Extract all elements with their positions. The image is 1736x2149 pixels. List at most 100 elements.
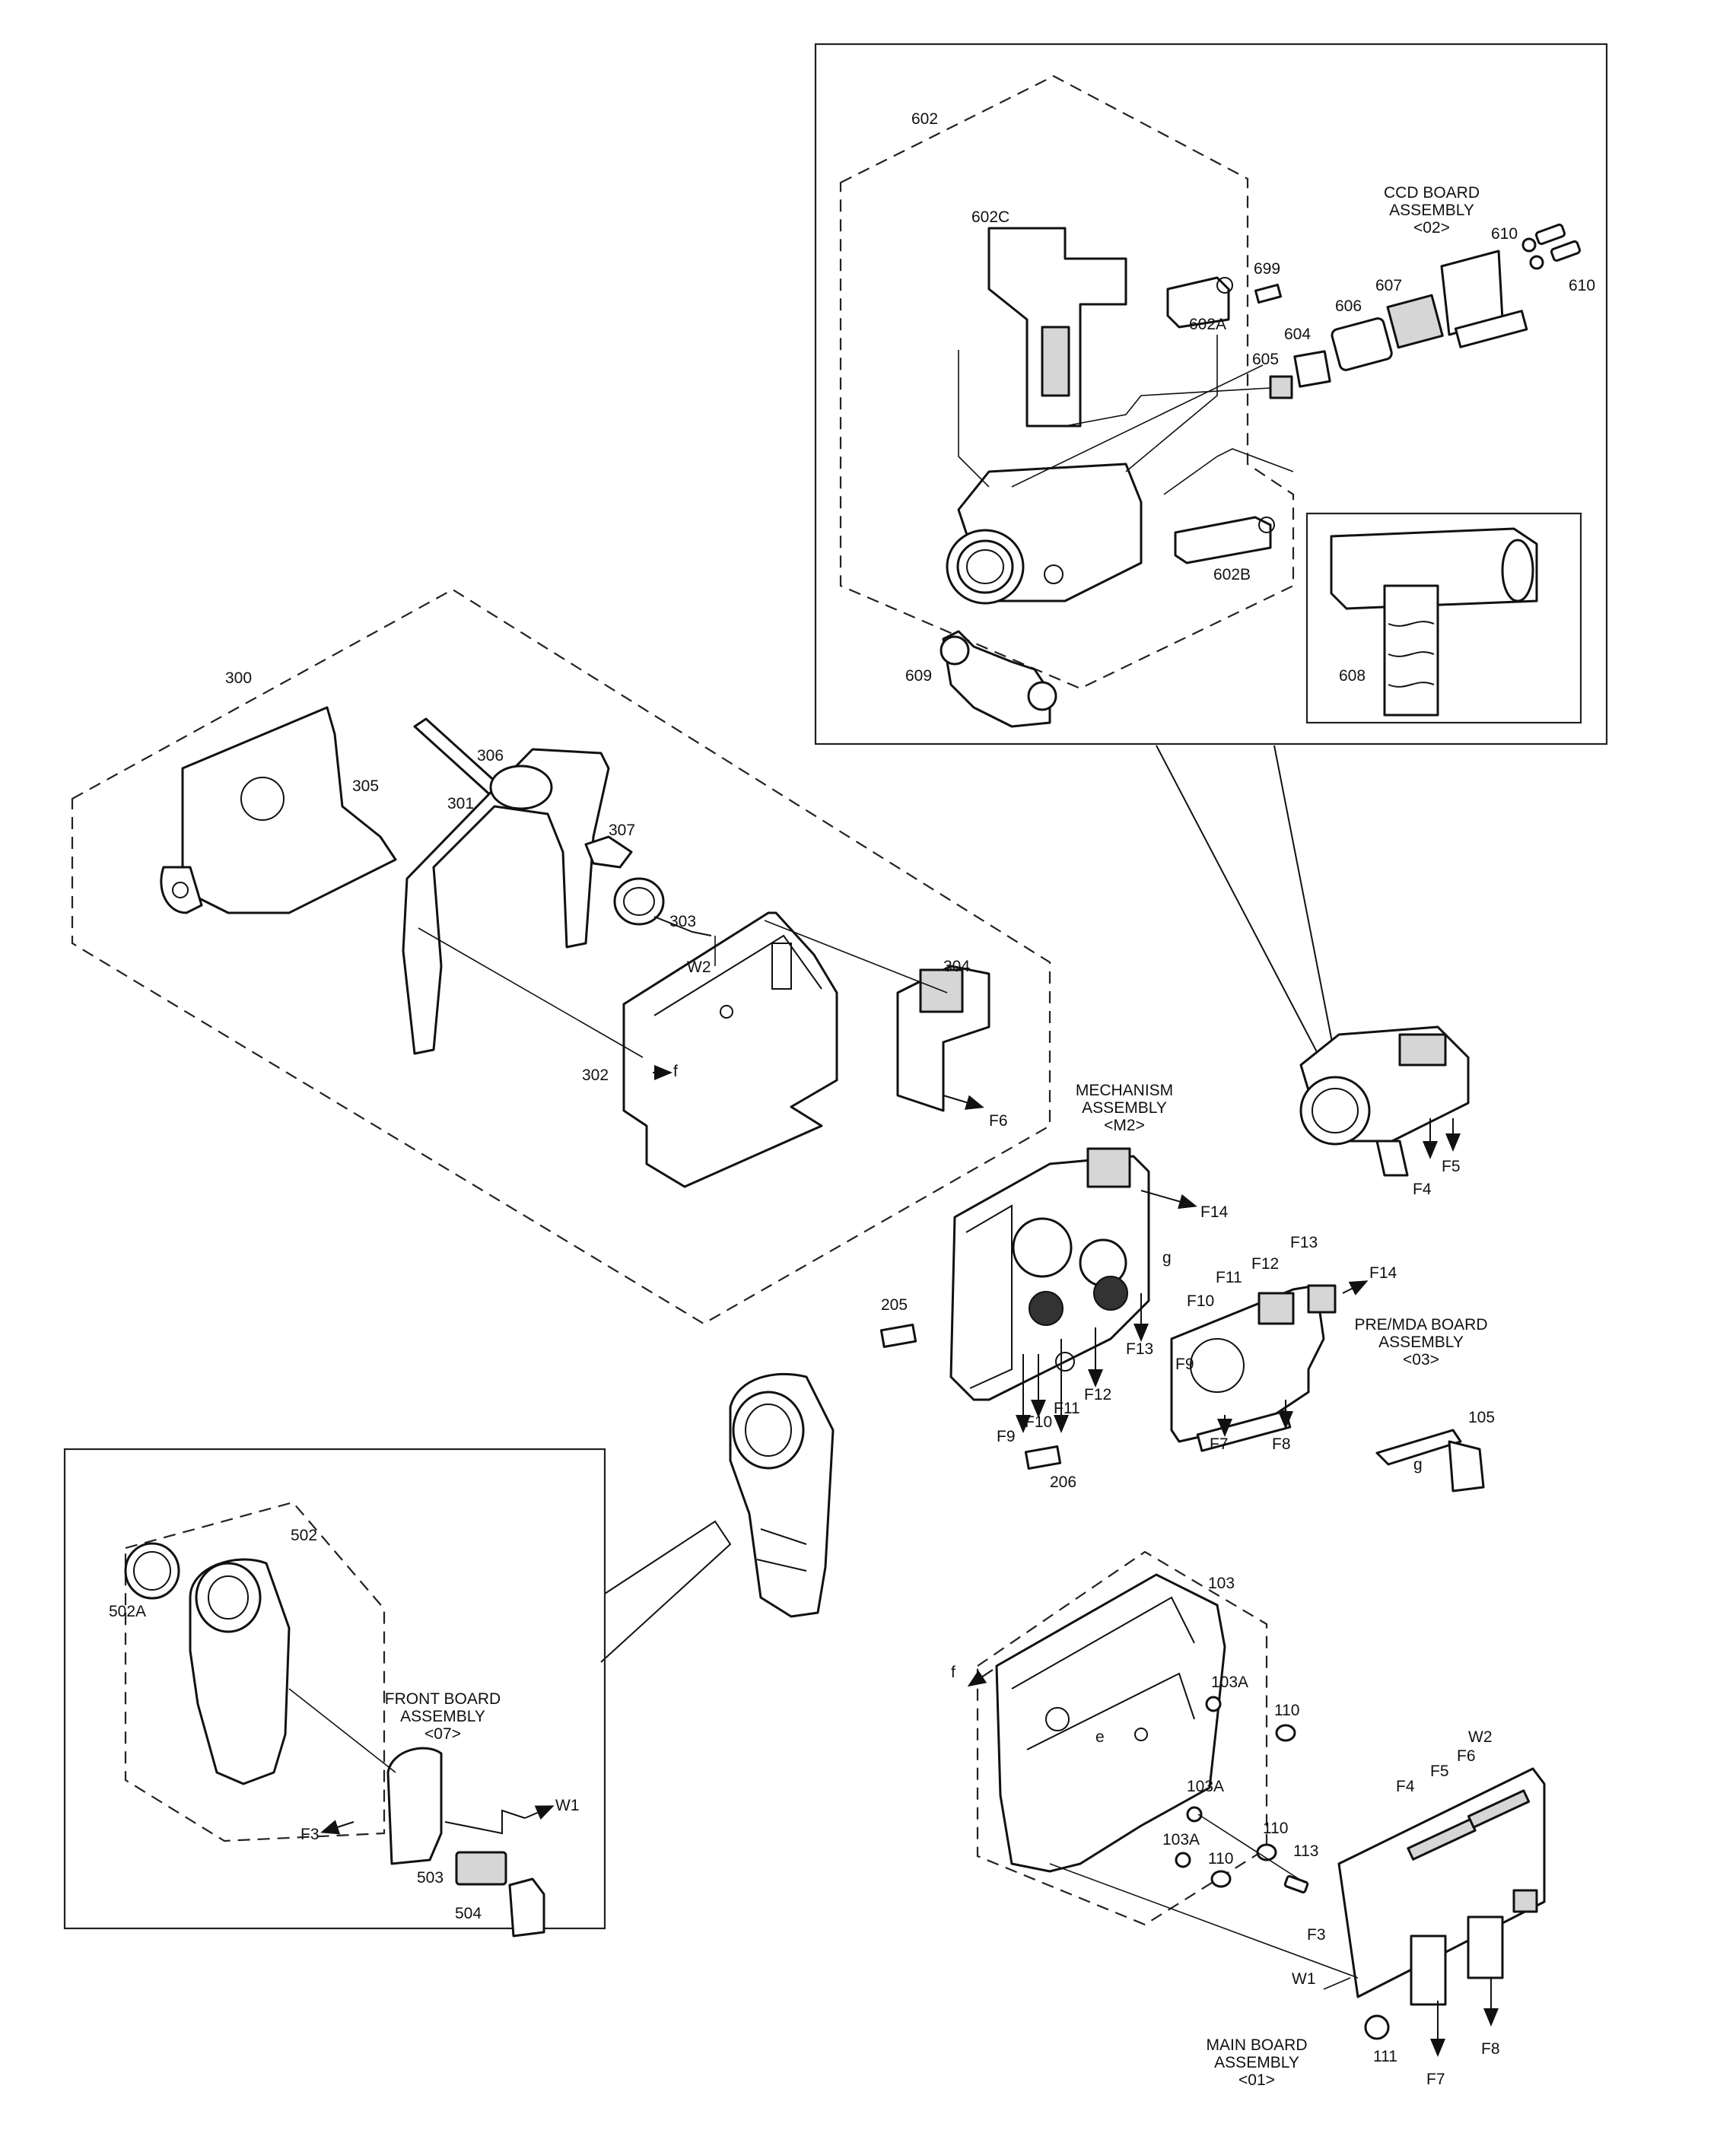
label-f14b: F14 [1369,1264,1397,1282]
mechanism-assembly [879,1147,1197,1470]
label-f4a: F4 [1413,1181,1432,1198]
motor-602a [1166,276,1230,329]
label-f11b: F11 [1216,1269,1242,1286]
part-699 [1254,283,1283,304]
label-w1a: W1 [555,1797,580,1814]
label-f10a: F10 [1025,1413,1052,1431]
label-105: 105 [1468,1409,1495,1426]
cabinet-group-300 [71,588,1051,1325]
chassis-103 [967,1550,1309,1926]
label-610a: 610 [1491,225,1518,243]
front-board-assembly-title: FRONT BOARD ASSEMBLY <07> [385,1690,501,1743]
label-602b: 602B [1213,566,1251,583]
svg-text:<07>: <07> [424,1725,461,1743]
mechanism-assembly-title: MECHANISM ASSEMBLY <M2> [1076,1082,1173,1134]
label-504: 504 [455,1905,482,1922]
part-labels: 602 602C 602A 699 604 605 606 607 610 61… [109,110,1595,2088]
label-f6b: F6 [1457,1747,1476,1765]
side-case-305 [181,706,397,914]
label-f7a: F7 [1210,1435,1229,1453]
assembly-titles: CCD BOARD ASSEMBLY <02> MECHANISM ASSEMB… [385,184,1488,2089]
label-f13b: F13 [1290,1234,1318,1251]
svg-text:<02>: <02> [1413,219,1450,237]
label-f3a: F3 [300,1826,320,1843]
label-e: e [1095,1728,1105,1746]
washer-103a-1 [1205,1696,1222,1712]
label-103a-3: 103A [1162,1831,1200,1849]
label-607: 607 [1375,277,1402,294]
label-300: 300 [225,669,252,687]
label-305: 305 [352,777,379,795]
svg-text:<03>: <03> [1403,1351,1439,1369]
label-103a-1: 103A [1211,1674,1248,1691]
screw-110-3 [1210,1870,1232,1888]
label-110a: 110 [1274,1702,1299,1719]
label-ga: g [1162,1249,1172,1267]
label-f4b: F4 [1396,1778,1415,1795]
label-w1b: W1 [1292,1970,1316,1988]
label-206 [1024,1445,1062,1470]
label-f7b: F7 [1426,2071,1445,2088]
ccd-board-assembly-title: CCD BOARD ASSEMBLY <02> [1384,184,1480,237]
label-f9b: F9 [1175,1356,1194,1373]
label-f6a: F6 [989,1112,1008,1130]
label-608: 608 [1339,667,1366,685]
front-callout [600,1520,732,1663]
part-105 [1375,1429,1485,1493]
label-fa: f [673,1063,678,1080]
svg-text:ASSEMBLY: ASSEMBLY [1082,1099,1167,1117]
label-303: 303 [669,913,696,930]
label-w2a: W2 [687,958,711,976]
label-306: 306 [477,747,504,765]
chassis-frame [995,1573,1226,1873]
svg-text:ASSEMBLY: ASSEMBLY [1389,202,1474,219]
motor-602b [1174,516,1272,564]
upper-case-301 [402,748,610,1055]
label-609: 609 [905,667,932,685]
label-307: 307 [609,822,635,839]
label-301: 301 [447,795,474,812]
label-605: 605 [1252,351,1279,368]
speaker-303 [613,877,712,936]
svg-text:<01>: <01> [1238,2071,1275,2089]
svg-text:FRONT BOARD: FRONT BOARD [385,1690,501,1708]
fpc-608-inset [1305,512,1582,724]
front-board [386,1747,443,1865]
front-board-inset [63,1448,606,1938]
screws-610 [1521,223,1582,270]
part-607 [1386,294,1444,349]
label-w2b: W2 [1468,1728,1493,1746]
label-f12b: F12 [1251,1255,1279,1273]
label-602a: 602A [1189,316,1226,333]
label-502: 502 [291,1527,317,1544]
label-205 [879,1324,917,1348]
label-302: 302 [582,1067,609,1084]
label-610b: 610 [1569,277,1595,294]
label-604: 604 [1284,326,1311,343]
label-f10b: F10 [1187,1292,1214,1310]
label-111: 111 [1373,2048,1397,2065]
part-604 [1293,350,1331,388]
svg-text:PRE/MDA BOARD: PRE/MDA BOARD [1354,1316,1487,1334]
part-503 [455,1851,507,1886]
main-board-assembly-title: MAIN BOARD ASSEMBLY <01> [1206,2036,1307,2089]
svg-text:CCD BOARD: CCD BOARD [1384,184,1480,202]
label-f14a: F14 [1200,1203,1229,1221]
label-f3b: F3 [1307,1926,1326,1944]
label-f13a: F13 [1126,1340,1153,1358]
label-606: 606 [1335,297,1362,315]
label-110c: 110 [1208,1850,1233,1868]
svg-text:ASSEMBLY: ASSEMBLY [400,1708,485,1725]
lens-assembly-inset [814,43,1608,1066]
svg-text:ASSEMBLY: ASSEMBLY [1378,1334,1464,1351]
label-f11a: F11 [1054,1400,1080,1417]
label-503: 503 [417,1869,444,1887]
lens-unit [946,463,1143,605]
washer-103a-3 [1175,1852,1191,1868]
screw-111 [1364,2014,1390,2040]
label-304: 304 [943,958,970,975]
assembled-lens-unit [1299,1025,1470,1177]
label-fb: f [951,1664,955,1681]
label-103: 103 [1208,1575,1235,1592]
